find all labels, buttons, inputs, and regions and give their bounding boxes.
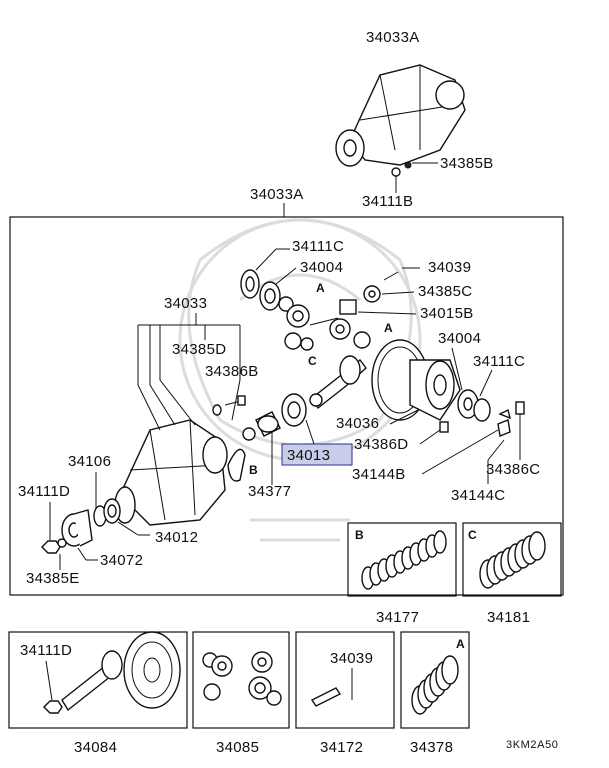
sub-box-b (347, 522, 457, 597)
ring-pinion-set (61, 631, 181, 712)
label-nut-c: 34111C (292, 238, 344, 255)
label-pin-kit: 34039 (330, 650, 373, 667)
kit-box-pin-set (295, 631, 395, 729)
diff-gear-set (202, 651, 282, 706)
label-flange: 34072 (100, 552, 143, 569)
shim-stack-a (411, 655, 459, 715)
label-bearing-b: 34004 (438, 330, 481, 347)
letter-a1: A (316, 281, 325, 295)
label-washer-c: 34385C (418, 283, 472, 300)
kit-box-shims-a (400, 631, 470, 729)
label-pin-set: 34172 (320, 739, 363, 756)
diagram-code: 3KM2A50 (506, 739, 559, 751)
sub-box-c (462, 522, 562, 597)
letter-b: B (249, 463, 258, 477)
label-housing: 34033 (164, 295, 207, 312)
label-nut-top: 34111B (362, 193, 413, 210)
label-pin: 34039 (428, 259, 471, 276)
shim-stack-b (361, 530, 447, 590)
label-bearing-a: 34004 (300, 259, 343, 276)
label-main-assy: 34033A (250, 186, 304, 203)
letter-c: C (308, 354, 317, 368)
label-seal: 34106 (68, 453, 111, 470)
letter-box-b: B (355, 528, 364, 542)
label-collar: 34377 (248, 483, 291, 500)
label-plate-c: 34144C (451, 487, 505, 504)
label-spacer: 34036 (336, 415, 379, 432)
label-top-assy: 34033A (366, 29, 420, 46)
label-shims-a: 34378 (410, 739, 453, 756)
kit-box-diff-gears (192, 631, 290, 729)
letter-box-a: A (456, 637, 465, 651)
label-nut-c2: 34111C (473, 353, 525, 370)
label-bolt-b: 34386B (205, 363, 259, 380)
letter-a2: A (384, 321, 393, 335)
label-bolt-d: 34386D (354, 436, 408, 453)
top-assembly-illustration (335, 64, 466, 177)
differential-housing (114, 419, 228, 526)
label-gear-set: 34084 (74, 739, 117, 756)
label-shim-ring: 34012 (155, 529, 198, 546)
label-washer-d: 34385D (172, 341, 226, 358)
highlight-box (281, 443, 353, 466)
label-nut-d: 34111D (18, 483, 70, 500)
label-bolt-top: 34385B (440, 155, 494, 172)
shim-stack-c (479, 531, 546, 589)
label-shaft: 34015B (420, 305, 474, 322)
letter-box-c: C (468, 528, 477, 542)
label-bolt-c: 34386C (486, 461, 540, 478)
label-shims-b: 34177 (376, 609, 419, 626)
kit-box-gear-set (8, 631, 188, 729)
main-assembly-frame (9, 216, 564, 596)
label-gear-set-nut: 34111D (20, 642, 72, 659)
label-plate-b: 34144B (352, 466, 406, 483)
label-shims-c: 34181 (487, 609, 530, 626)
ring-gear-carrier (371, 339, 461, 421)
label-washer-e: 34385E (26, 570, 80, 587)
label-diff-gears: 34085 (216, 739, 259, 756)
label-bearing-main[interactable]: 34013 (287, 447, 330, 464)
